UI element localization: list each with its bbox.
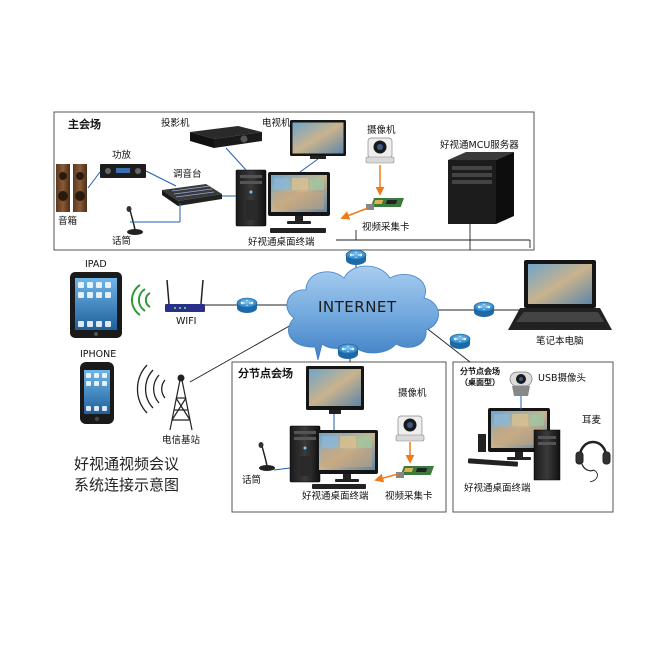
base-station	[136, 364, 193, 431]
laptop	[508, 260, 612, 330]
usb-camera	[509, 371, 533, 396]
branch-capture-card-label: 视频采集卡	[385, 491, 433, 502]
mixer-label: 调音台	[173, 169, 202, 180]
amplifier	[100, 164, 146, 178]
internet-label: INTERNET	[318, 298, 397, 316]
desktop-tower	[533, 429, 561, 481]
main-monitor	[268, 172, 330, 224]
branch-ptz-camera	[395, 415, 425, 442]
main-camera-label: 摄像机	[367, 125, 396, 136]
branch-venue-title: 分节点会场	[238, 367, 293, 380]
headset	[575, 440, 611, 483]
card-arrow	[340, 207, 369, 220]
internet-cloud	[286, 265, 439, 361]
usb-camera-label: USB摄像头	[538, 373, 587, 384]
main-venue-links	[87, 147, 319, 223]
wifi-label: WIFI	[176, 316, 197, 327]
main-capture-card-label: 视频采集卡	[362, 222, 410, 233]
branch-venue-links	[273, 414, 335, 471]
router-top	[345, 249, 367, 266]
branch-microphone-label: 话筒	[242, 475, 262, 486]
iphone-label: IPHONE	[80, 349, 117, 360]
main-capture-card	[366, 198, 404, 210]
wifi-router	[165, 279, 205, 312]
speakers-label: 音箱	[58, 216, 78, 227]
branch-keyboard	[312, 484, 366, 489]
ipad-label: IPAD	[85, 259, 107, 270]
branch-capture-card	[396, 466, 434, 478]
main-venue-title: 主会场	[68, 118, 101, 131]
main-venue-frame	[53, 111, 535, 251]
router-bottom	[337, 343, 359, 360]
diagram-title-line2: 系统连接示意图	[74, 476, 180, 494]
main-microphone-label: 话筒	[112, 236, 132, 247]
main-keyboard	[270, 228, 326, 233]
ipad	[70, 272, 122, 338]
tv-label: 电视机	[262, 118, 291, 129]
desktop-branch-title-1: 分节点会场	[460, 367, 500, 376]
speakers	[56, 164, 87, 212]
desktop-keyboard	[467, 458, 519, 467]
wifi-waves	[131, 284, 151, 316]
main-terminal-label: 好视通桌面终端	[248, 237, 315, 248]
branch-microphone	[257, 441, 276, 472]
main-ptz-camera	[365, 137, 395, 164]
tv	[290, 120, 346, 159]
desktop-branch-title-2: （桌面型）	[460, 378, 500, 387]
branch-terminal-label: 好视通桌面终端	[302, 491, 369, 502]
branch-card-arrow	[374, 473, 399, 483]
base-station-label: 电信基站	[162, 435, 201, 446]
headset-label: 耳麦	[582, 415, 602, 426]
router-lower-right	[449, 333, 471, 350]
diagram-title-line1: 好视通视频会议	[74, 455, 180, 473]
mcu-server	[448, 152, 514, 240]
branch-pc-tower	[289, 425, 321, 483]
desktop-terminal-label: 好视通桌面终端	[464, 483, 531, 494]
branch-venue-frame	[231, 361, 447, 513]
projector	[190, 126, 262, 148]
amplifier-label: 功放	[112, 150, 132, 161]
desktop-branch-frame	[452, 361, 614, 513]
router-right	[473, 301, 495, 318]
branch-monitor	[316, 430, 378, 482]
branch-camera-label: 摄像机	[398, 388, 427, 399]
projector-label: 投影机	[161, 118, 190, 129]
laptop-label: 笔记本电脑	[536, 336, 584, 347]
main-microphone	[125, 205, 144, 236]
mcu-server-label: 好视通MCU服务器	[440, 140, 519, 151]
branch-tv	[306, 366, 364, 414]
iphone	[80, 362, 114, 424]
router-left	[236, 297, 258, 314]
main-pc-tower	[235, 169, 267, 227]
mixer	[162, 184, 222, 206]
